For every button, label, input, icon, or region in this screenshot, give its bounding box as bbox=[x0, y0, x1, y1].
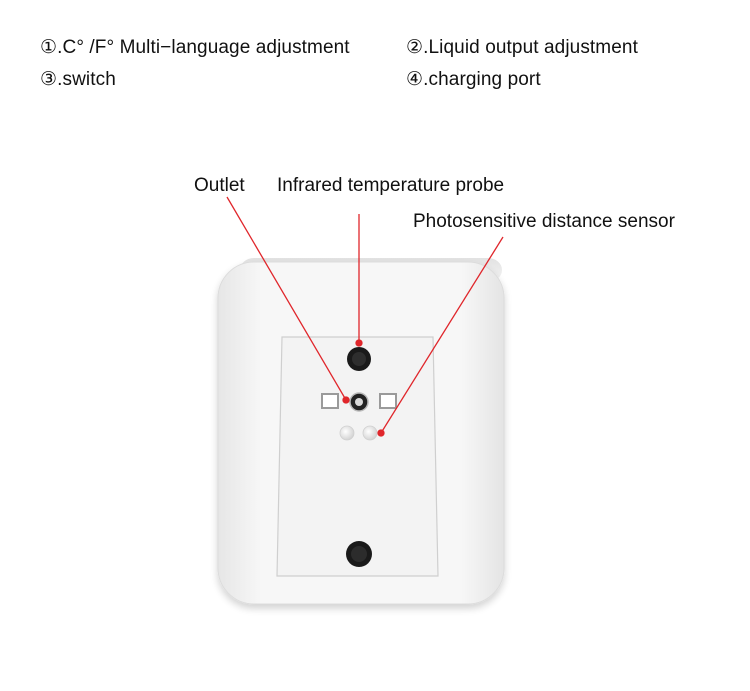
legend-item-switch: ③.switch bbox=[40, 69, 116, 90]
leader-dot-outlet bbox=[342, 396, 350, 404]
callout-outlet: Outlet bbox=[194, 175, 245, 196]
sensor-square-left bbox=[321, 393, 339, 409]
sensor-square-right bbox=[379, 393, 397, 409]
distance-sensor-led-left bbox=[339, 425, 355, 441]
front-panel bbox=[276, 336, 439, 577]
leader-dot-distance-sensor bbox=[377, 429, 385, 437]
callout-infrared-probe: Infrared temperature probe bbox=[277, 175, 505, 196]
leader-dot-infrared-probe bbox=[355, 339, 363, 347]
legend-item-charging-port: ④.charging port bbox=[406, 69, 541, 90]
callout-distance-sensor: Photosensitive distance sensor bbox=[413, 211, 675, 232]
legend-item-language: ①.C° /F° Multi−language adjustment bbox=[40, 37, 350, 58]
leader-line-outlet bbox=[226, 196, 347, 401]
leader-line-distance-sensor bbox=[380, 236, 504, 434]
distance-sensor-led-right bbox=[362, 425, 378, 441]
legend-item-liquid-output: ②.Liquid output adjustment bbox=[406, 37, 638, 58]
